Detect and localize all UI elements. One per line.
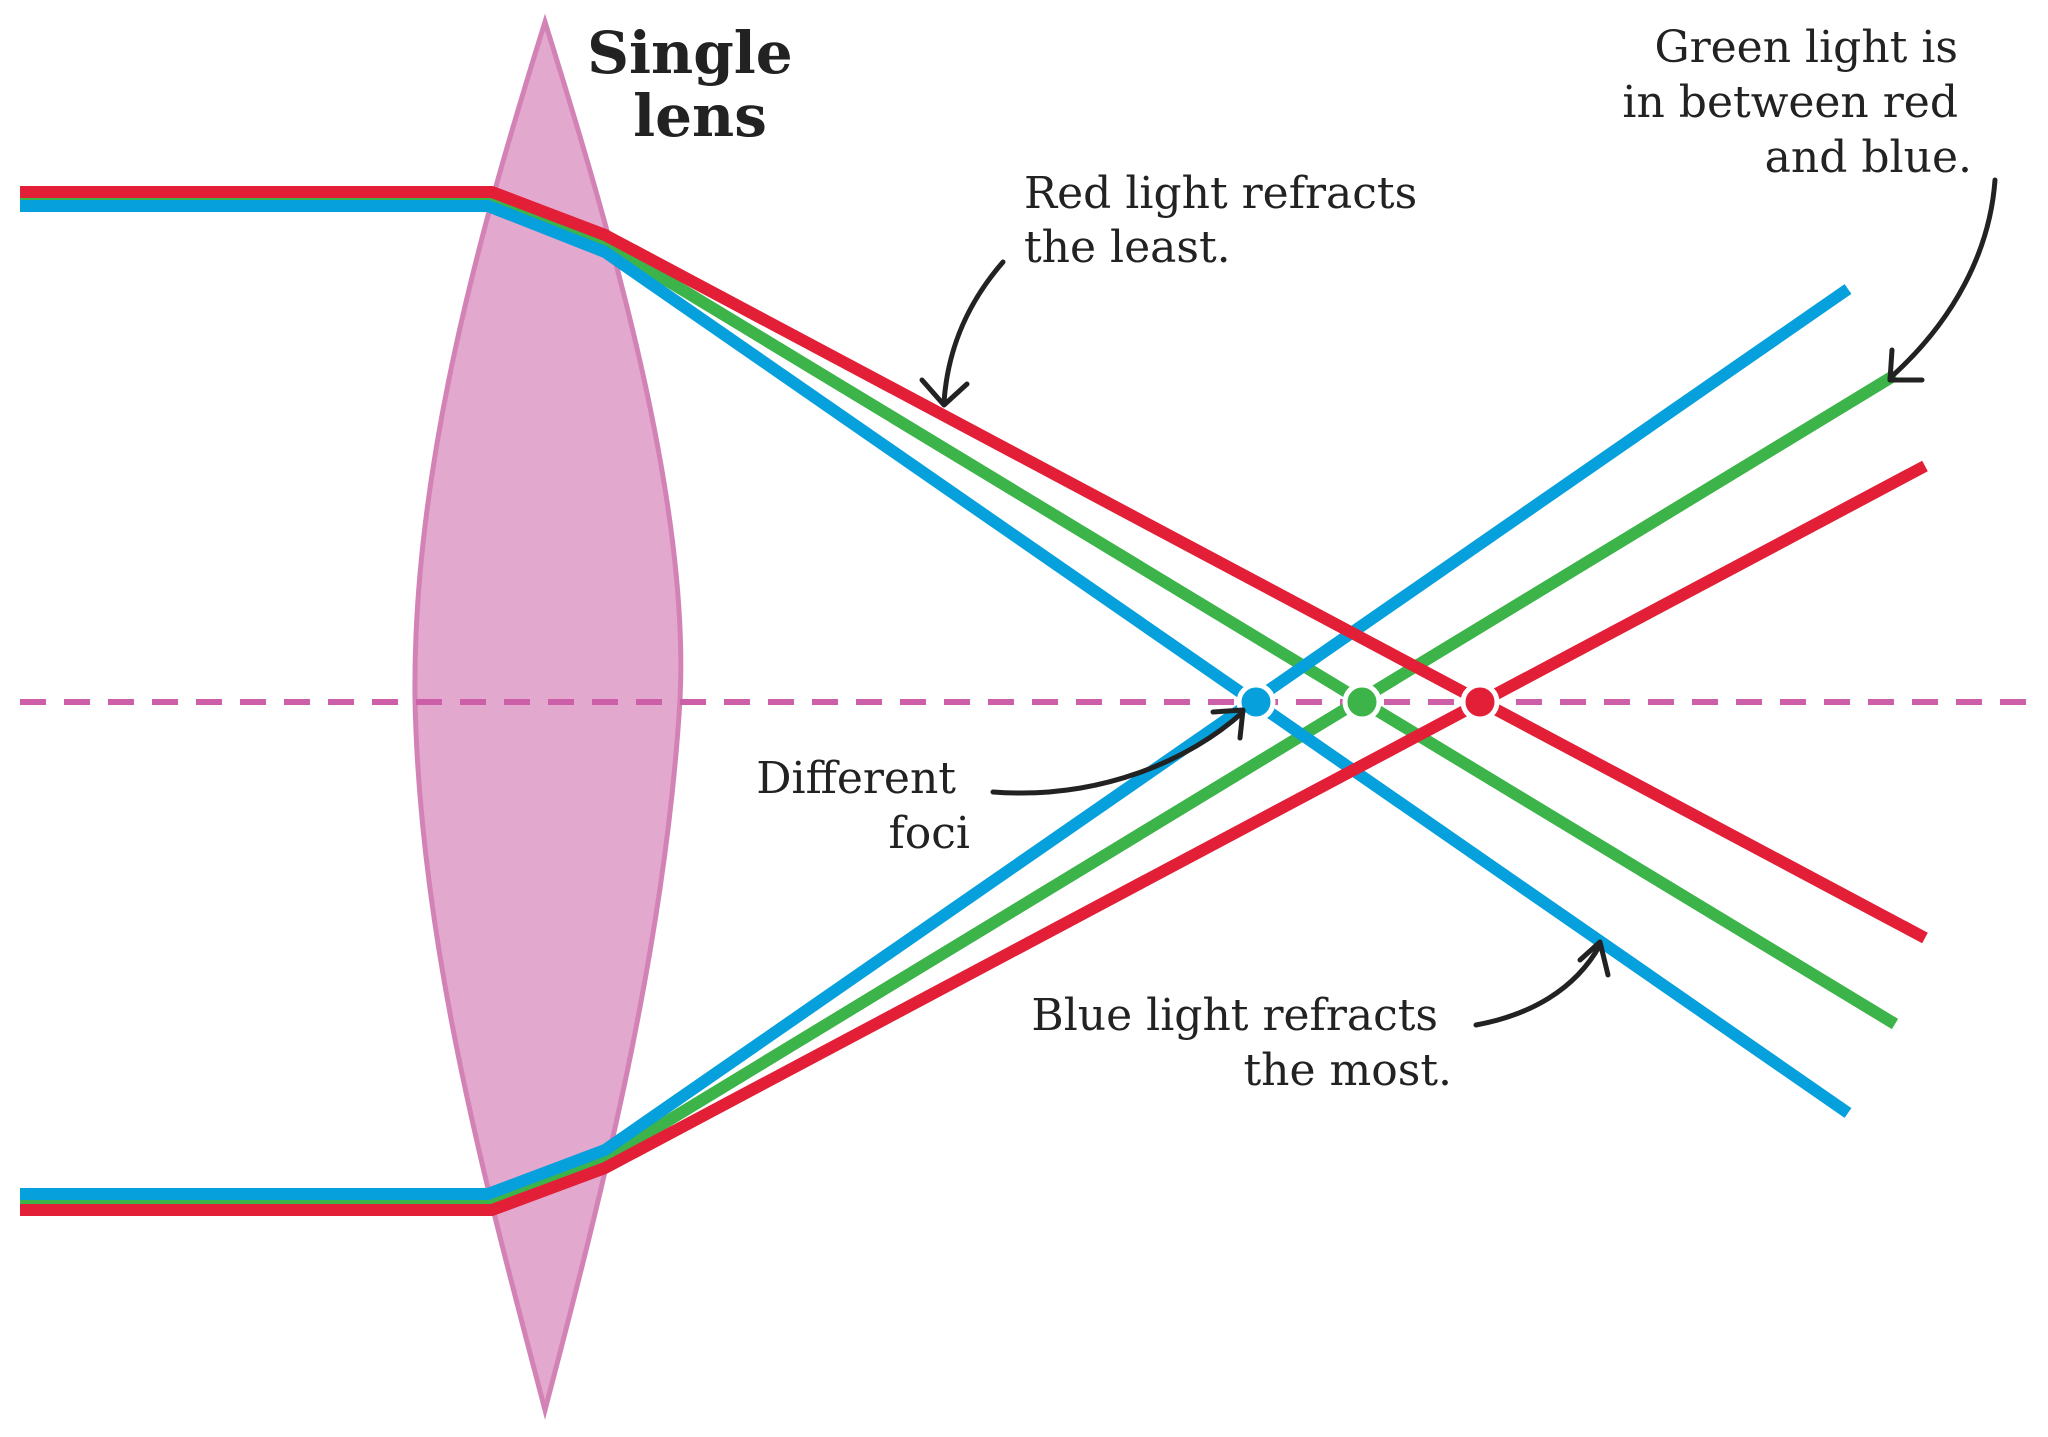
lens-title: Single lens: [587, 19, 813, 150]
lens-title-line-2: lens: [633, 82, 767, 150]
different-foci-label: Different foci: [756, 753, 970, 859]
red-label-arrow: [919, 259, 1006, 408]
red-ray-top: [20, 186, 1928, 944]
red-light-label-line-2: the least.: [1024, 222, 1231, 273]
lens-title-line-1: Single: [587, 19, 793, 87]
red-light-label: Red light refracts the least.: [1024, 168, 1431, 273]
blue-label-arrow: [1473, 939, 1611, 1028]
blue-light-label-line-2: the most.: [1243, 1045, 1452, 1096]
green-label-arrow: [1887, 177, 1998, 383]
different-foci-label-line-1: Different: [756, 753, 956, 804]
single-lens: [412, 13, 684, 1420]
foci-label-arrow: [990, 707, 1246, 796]
red-focal-point: [1460, 682, 1500, 722]
red-rays: [20, 186, 1928, 1216]
blue-focal-point: [1236, 682, 1276, 722]
blue-ray-top: [20, 200, 1852, 1118]
blue-ray-bottom: [20, 284, 1852, 1200]
different-foci-label-line-2: foci: [889, 808, 971, 859]
blue-light-label-line-1: Blue light refracts: [1031, 990, 1438, 1041]
green-light-label-line-2: in between red: [1622, 77, 1958, 128]
red-ray-bottom: [20, 460, 1928, 1216]
blue-light-label: Blue light refracts the most.: [1031, 990, 1452, 1096]
green-light-label-line-3: and blue.: [1765, 132, 1972, 183]
blue-rays: [20, 200, 1852, 1200]
green-light-label-line-1: Green light is: [1654, 22, 1958, 73]
green-focal-point: [1342, 682, 1382, 722]
green-light-label: Green light is in between red and blue.: [1622, 22, 1972, 183]
red-light-label-line-1: Red light refracts: [1024, 168, 1417, 219]
